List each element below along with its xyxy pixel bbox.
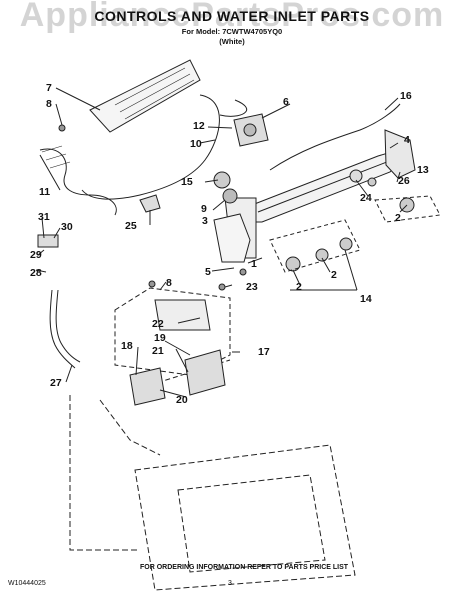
console-end-cap xyxy=(384,129,416,179)
model-line: For Model: 7CWTW4705YQ0 xyxy=(181,27,283,36)
callout-22: 22 xyxy=(152,318,164,330)
callout-21: 21 xyxy=(152,345,164,357)
callout-28: 28 xyxy=(30,267,42,279)
callout-2: 2 xyxy=(395,212,401,224)
callout-27: 27 xyxy=(50,377,62,389)
cabinet-top xyxy=(134,444,356,591)
callout-23: 23 xyxy=(246,281,258,293)
page-title: CONTROLS AND WATER INLET PARTS xyxy=(94,8,370,24)
wire-harness xyxy=(81,94,220,200)
callout-12: 12 xyxy=(193,120,205,132)
power-cord xyxy=(39,148,117,216)
callout-2c: 2 xyxy=(331,269,337,281)
harness-top xyxy=(269,103,401,171)
page-number: 3 xyxy=(228,580,232,587)
inlet-hose xyxy=(49,289,76,369)
callout-2b: 2 xyxy=(296,281,302,293)
callout-25: 25 xyxy=(125,220,137,232)
callout-26: 26 xyxy=(398,175,410,187)
callout-14: 14 xyxy=(360,293,372,305)
callout-18: 18 xyxy=(121,340,133,352)
lid-switch xyxy=(139,194,161,213)
callout-30: 30 xyxy=(61,221,73,233)
callout-1: 1 xyxy=(251,258,257,270)
console-panel xyxy=(251,149,403,223)
callout-9: 9 xyxy=(201,203,207,215)
callout-31: 31 xyxy=(38,211,50,223)
callout-10: 10 xyxy=(190,138,202,150)
watermark: AppliancePartsPros.com xyxy=(19,0,445,34)
callout-8: 8 xyxy=(46,98,52,110)
color-line: (White) xyxy=(219,37,245,46)
callout-15: 15 xyxy=(181,176,193,188)
callout-6: 6 xyxy=(283,96,289,108)
water-valve xyxy=(184,349,226,396)
console-bracket xyxy=(213,213,251,263)
callout-20: 20 xyxy=(176,394,188,406)
callout-11: 11 xyxy=(39,186,51,198)
callout-24: 24 xyxy=(360,192,372,204)
doc-number: W10444025 xyxy=(8,580,46,587)
callout-3: 3 xyxy=(202,215,208,227)
switch xyxy=(213,171,231,189)
callout-8b: 8 xyxy=(166,277,172,289)
valve-body xyxy=(129,367,166,406)
hose-coupling xyxy=(37,234,59,248)
ordering-note: FOR ORDERING INFORMATION REFER TO PARTS … xyxy=(140,564,349,571)
knob-rear xyxy=(222,188,238,204)
callout-29: 29 xyxy=(30,249,42,261)
callout-4: 4 xyxy=(404,134,410,146)
callout-5: 5 xyxy=(205,266,211,278)
callout-13: 13 xyxy=(417,164,429,176)
callout-7: 7 xyxy=(46,82,52,94)
callout-19: 19 xyxy=(154,332,166,344)
rear-grille xyxy=(89,59,201,133)
callout-16: 16 xyxy=(400,90,412,102)
callout-17: 17 xyxy=(258,346,270,358)
water-valve-mount xyxy=(154,299,211,331)
